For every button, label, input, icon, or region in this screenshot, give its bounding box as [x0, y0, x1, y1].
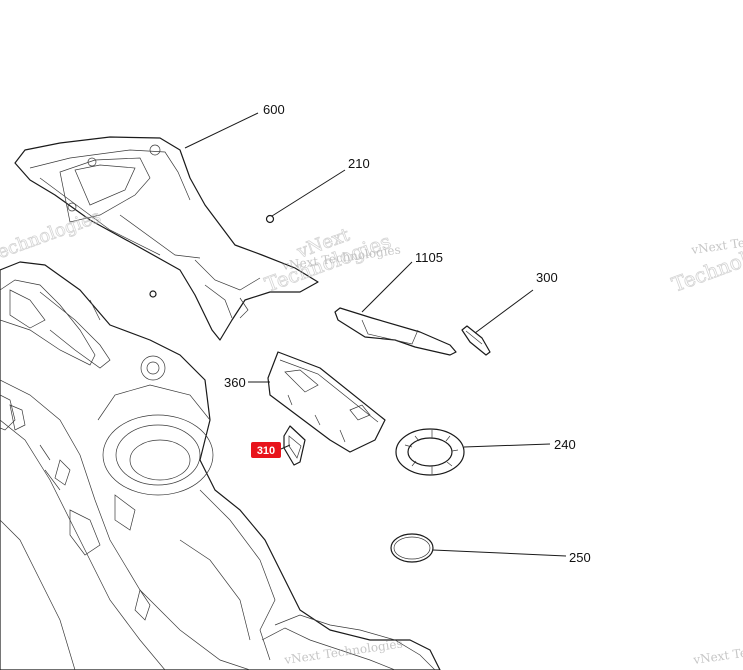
part-210-screw — [149, 214, 275, 298]
part-310-gasket — [283, 425, 306, 466]
callout-240[interactable]: 240 — [554, 437, 576, 452]
callout-310-highlight[interactable]: 310 — [251, 442, 281, 458]
leader-lines — [184, 112, 567, 557]
callout-1105[interactable]: 1105 — [415, 250, 443, 265]
part-300-bracket — [461, 325, 491, 356]
part-360-storage-bin — [267, 351, 386, 453]
callout-310[interactable]: 310 — [257, 445, 275, 457]
part-240-ring — [395, 428, 465, 476]
watermark-text-bottom-right: vNext Technologies — [691, 637, 743, 668]
callout-600[interactable]: 600 — [263, 102, 285, 117]
watermark-left: Technologies — [0, 206, 104, 266]
callout-210[interactable]: 210 — [348, 156, 370, 171]
callout-250[interactable]: 250 — [569, 550, 591, 565]
callout-300[interactable]: 300 — [536, 270, 558, 285]
part-1105-trim-strip — [334, 307, 457, 356]
main-body-assembly — [0, 261, 441, 670]
part-250-o-ring — [390, 533, 434, 563]
callout-labels: 600 210 1105 300 360 310 240 250 — [224, 102, 591, 565]
part-600-console-panel — [14, 136, 319, 341]
callout-360[interactable]: 360 — [224, 375, 246, 390]
